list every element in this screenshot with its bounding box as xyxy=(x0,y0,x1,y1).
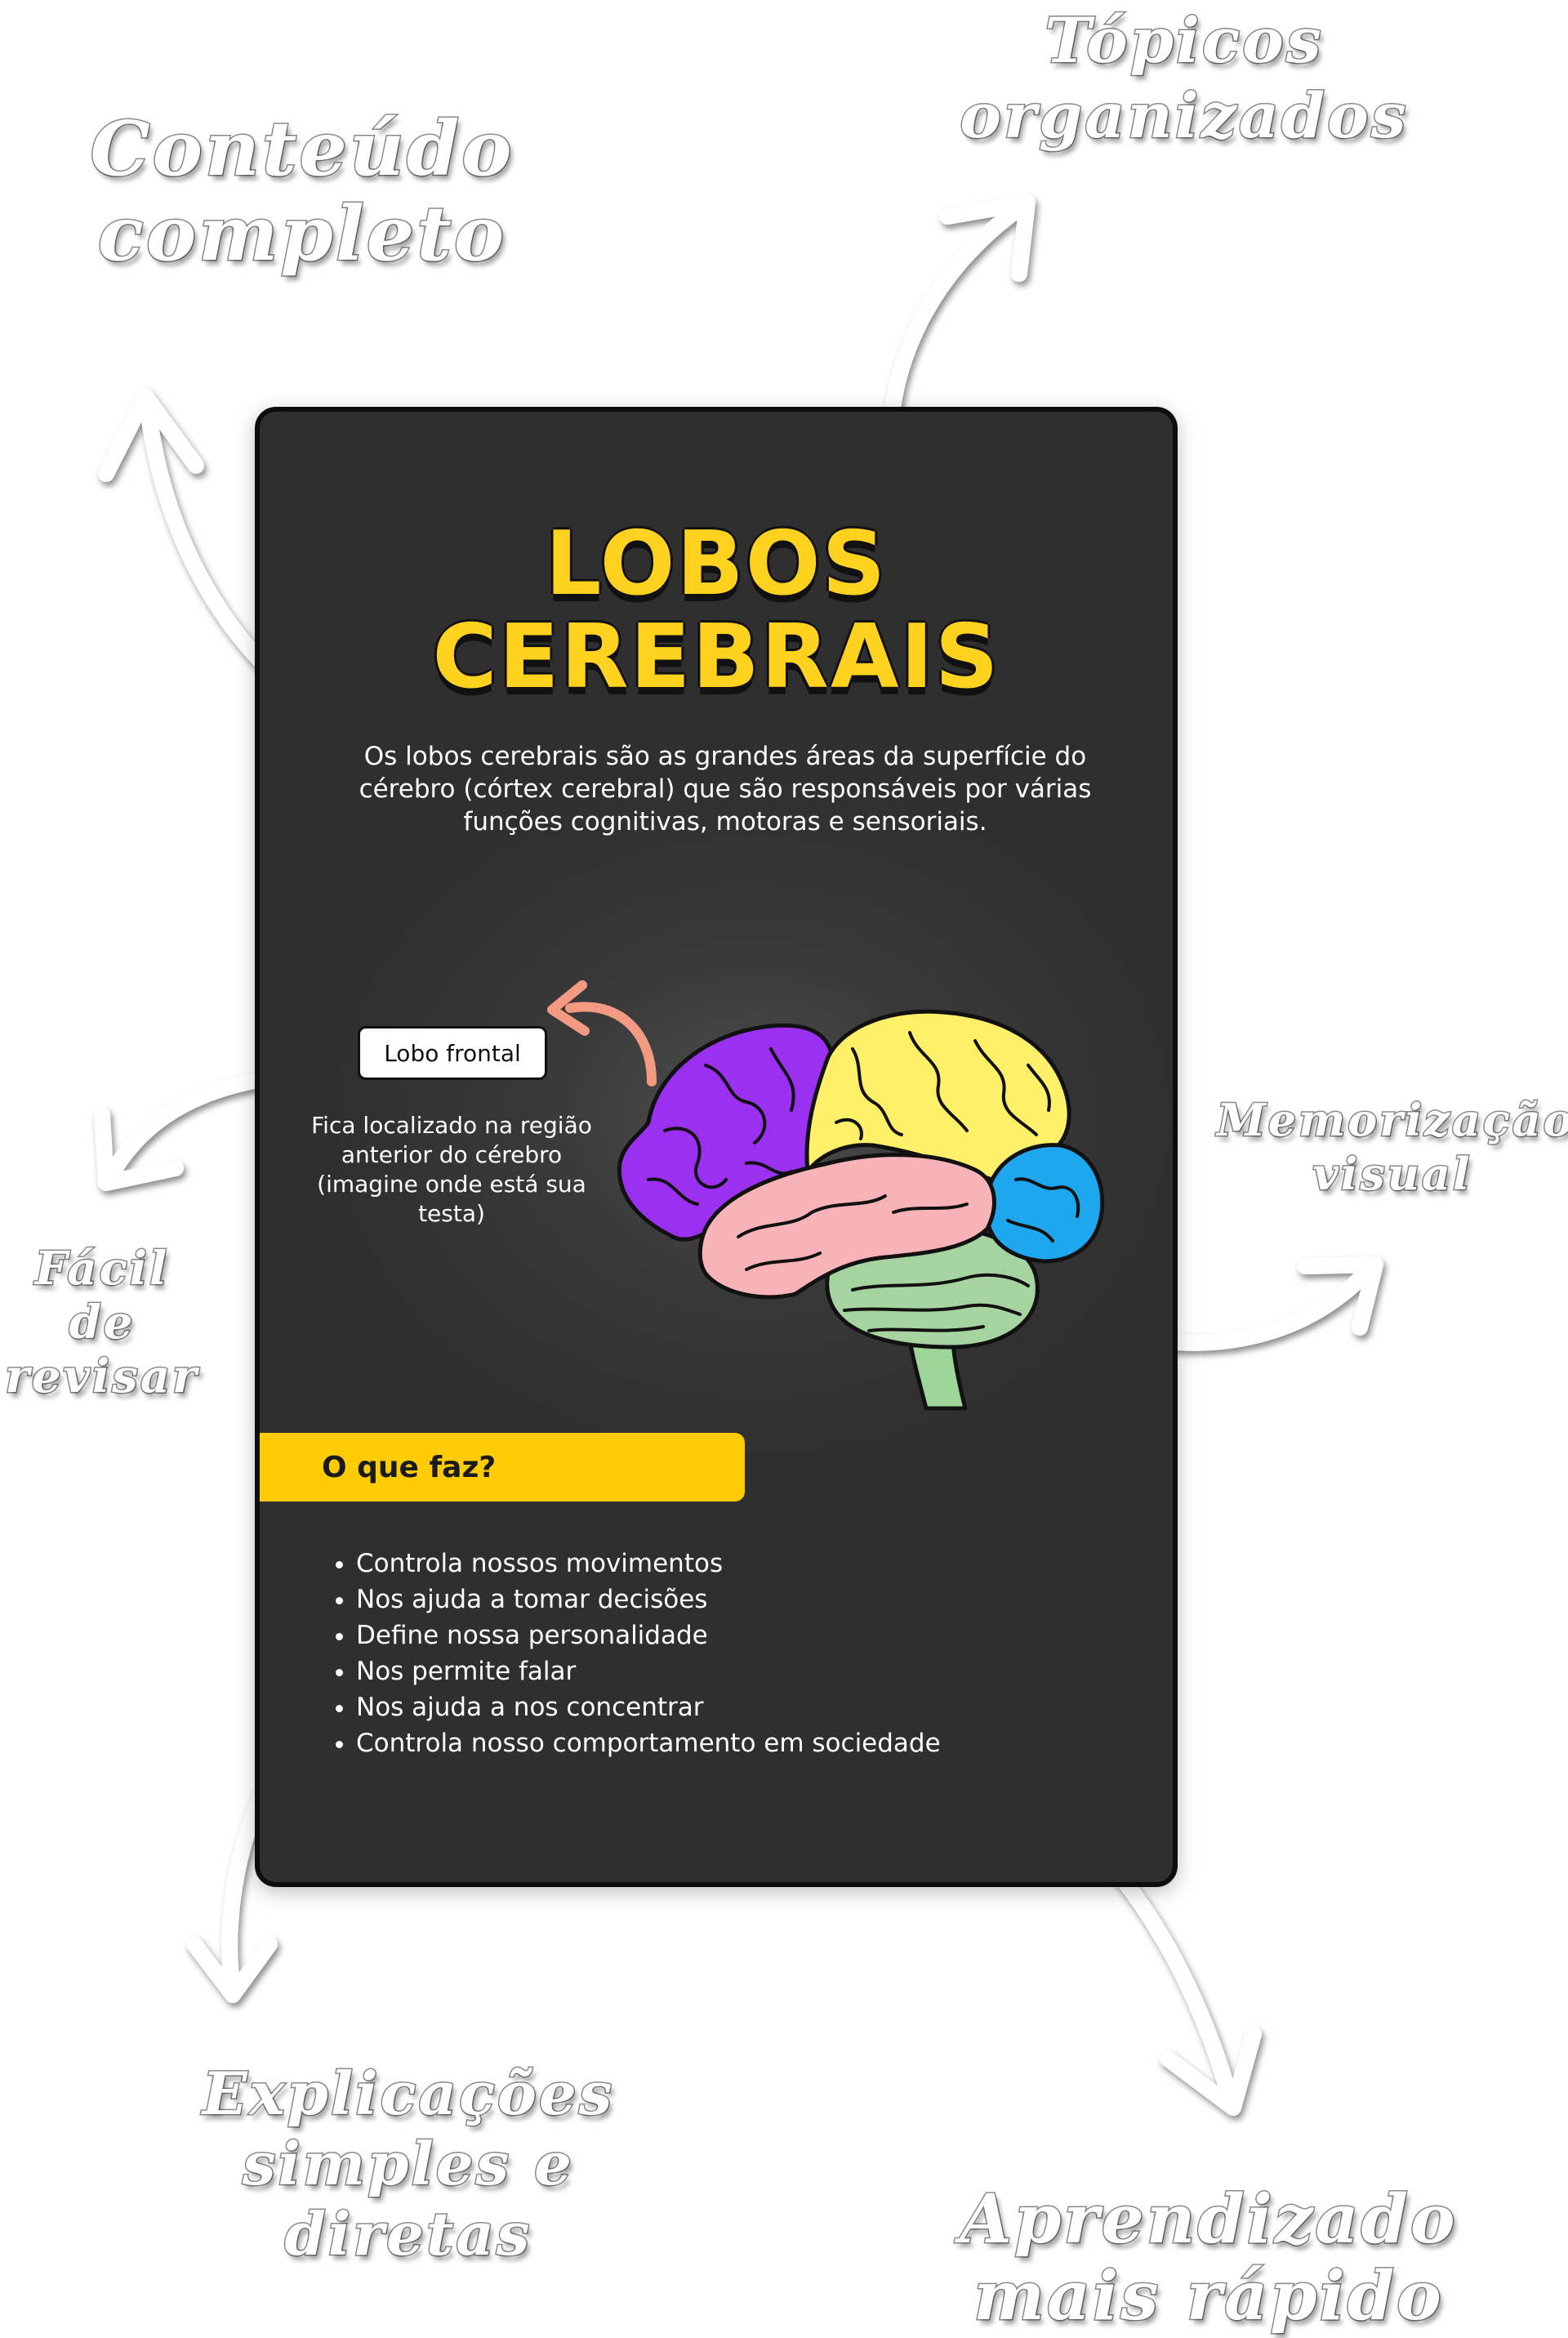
card-title-line1: LOBOS xyxy=(545,513,888,615)
callout-explicacoes: Explicações simples e diretas xyxy=(122,2058,694,2270)
callout-topicos-line2: organizados xyxy=(959,78,1409,154)
callout-aprendizado-line1: Aprendizado xyxy=(959,2180,1458,2260)
brain-illustration xyxy=(617,1009,1105,1411)
callout-explicacoes-line2: simples e diretas xyxy=(242,2128,574,2270)
list-item: Nos ajuda a nos concentrar xyxy=(356,1689,944,1725)
callout-facil-line1: Fácil de xyxy=(33,1241,170,1351)
frontal-lobe-label: Lobo frontal xyxy=(358,1026,547,1080)
callout-conteudo-line2: completo xyxy=(96,190,507,278)
callout-aprendizado-line2: mais rápido xyxy=(973,2257,1444,2336)
callout-memorizacao-line2: visual xyxy=(1312,1147,1472,1202)
callout-facil: Fácil de revisar xyxy=(0,1241,204,1405)
callout-facil-line2: revisar xyxy=(4,1349,199,1405)
callout-aprendizado: Aprendizado mais rápido xyxy=(956,2180,1462,2336)
callout-memorizacao-line1: Memorização xyxy=(1216,1093,1568,1148)
card-title: LOBOS CEREBRAIS xyxy=(260,518,1173,704)
callout-conteudo: Conteúdo completo xyxy=(74,105,531,278)
frontal-pointer-arrow xyxy=(547,980,657,1086)
card-title-line2: CEREBRAIS xyxy=(432,606,1000,708)
occipital-lobe xyxy=(983,1143,1105,1264)
functions-list: Controla nossos movimentos Nos ajuda a t… xyxy=(328,1546,944,1761)
list-item: Nos ajuda a tomar decisões xyxy=(356,1582,944,1617)
frontal-lobe-description: Fica localizado na região anterior do cé… xyxy=(311,1112,592,1227)
section-header-o-que-faz: O que faz? xyxy=(260,1433,745,1501)
list-item: Define nossa personalidade xyxy=(356,1617,944,1653)
callout-topicos: Tópicos organizados xyxy=(931,3,1437,154)
list-item: Nos permite falar xyxy=(356,1653,944,1689)
lobes-card: LOBOS CEREBRAIS Os lobos cerebrais são a… xyxy=(255,407,1178,1887)
callout-topicos-line1: Tópicos xyxy=(1044,3,1324,78)
list-item: Controla nossos movimentos xyxy=(356,1546,944,1582)
list-item: Controla nosso comportamento em sociedad… xyxy=(356,1725,944,1761)
callout-memorizacao: Memorização visual xyxy=(1216,1093,1568,1202)
card-intro: Os lobos cerebrais são as grandes áreas … xyxy=(359,742,1092,837)
callout-explicacoes-line1: Explicações xyxy=(201,2058,615,2130)
callout-conteudo-line1: Conteúdo xyxy=(89,105,514,193)
